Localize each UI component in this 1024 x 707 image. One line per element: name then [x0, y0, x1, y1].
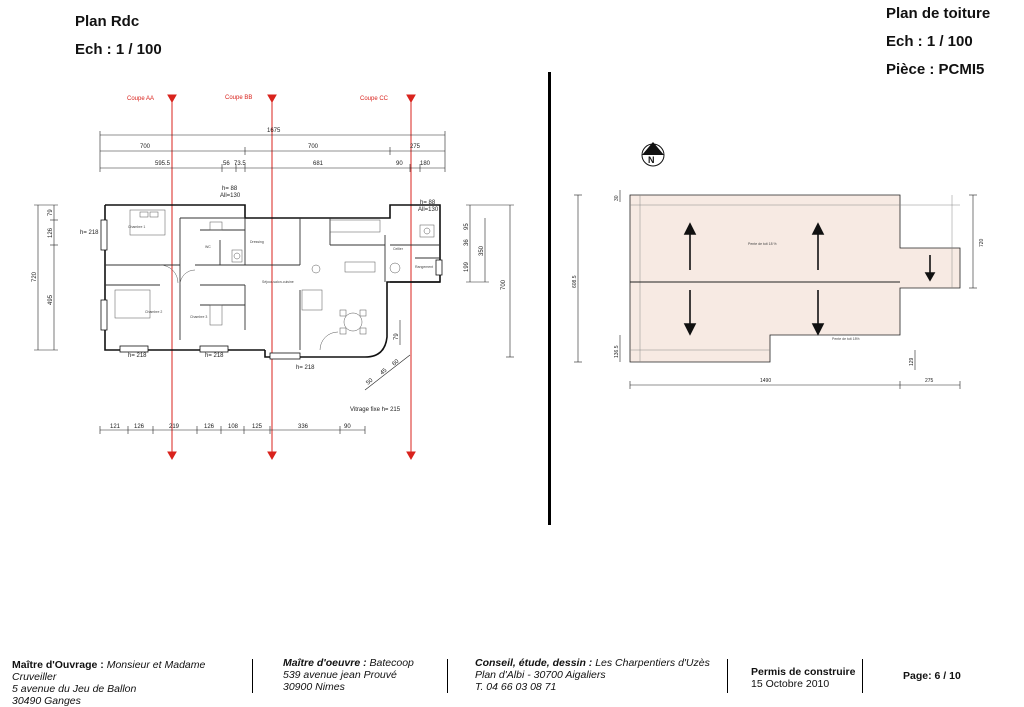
dim-bottom-8: 90 — [344, 424, 351, 430]
allege-all-1: All=130 — [220, 193, 241, 199]
footer-divider-3 — [727, 659, 728, 693]
builder-addr2: 30900 Nimes — [283, 681, 345, 693]
footer-divider-4 — [862, 659, 863, 693]
dim-right-1: 95 — [464, 223, 470, 230]
roof-title: Plan de toiture Ech : 1 / 100 Pièce : PC… — [886, 0, 990, 84]
roof-title-scale: Ech : 1 / 100 — [886, 33, 973, 50]
svg-text:Cellier: Cellier — [393, 247, 404, 251]
svg-text:WC: WC — [205, 245, 211, 249]
height-label-3: h= 218 — [205, 353, 224, 359]
north-label: N — [648, 155, 655, 165]
floor-plan: Coupe AA Coupe BB Coupe CC 1675 700 700 … — [32, 94, 514, 461]
sheet-divider — [548, 72, 551, 525]
dim-row3-5: 90 — [396, 161, 403, 167]
roof-dim-right-bottom: 129 — [909, 357, 915, 366]
dim-bottom-6: 125 — [252, 424, 263, 430]
dim-right-3: 199 — [464, 261, 470, 272]
roof-dim-bottom: 1490 — [760, 378, 771, 384]
dim-row3-6: 180 — [420, 161, 431, 167]
roof-plan: N Pente de toit 18 % Pente de toit 18% — [572, 142, 985, 389]
builder-label: Maître d'oeuvre : — [283, 657, 367, 669]
dim-bottom-1: 121 — [110, 424, 121, 430]
slope-label-2: Pente de toit 18% — [832, 337, 860, 341]
allege-all-2: All=130 — [418, 207, 439, 213]
design-label: Conseil, étude, dessin : — [475, 657, 593, 669]
dim-left-1: 79 — [48, 209, 54, 216]
footer-divider-1 — [252, 659, 253, 693]
builder-addr1: 539 avenue jean Prouvé — [283, 669, 397, 681]
allege-h-1: h= 88 — [222, 186, 238, 192]
roof-dim-right: 720 — [979, 238, 985, 247]
dim-bottom-4: 126 — [204, 424, 215, 430]
owner-block: Maître d'Ouvrage : Monsieur et Madame Cr… — [12, 659, 252, 707]
svg-text:Chambre 1: Chambre 1 — [128, 225, 145, 229]
roof-title-name: Plan de toiture — [886, 5, 991, 22]
dim-top-2: 700 — [308, 144, 319, 150]
dim-top-3: 275 — [410, 144, 421, 150]
dim-top-1: 700 — [140, 144, 151, 150]
dim-right-4: 350 — [479, 245, 485, 256]
cut-label-aa: Coupe AA — [127, 96, 154, 102]
dim-total: 1675 — [267, 128, 281, 134]
cut-label-bb: Coupe BB — [225, 95, 252, 101]
height-label-1: h= 218 — [80, 230, 99, 236]
owner-addr2: 30490 Ganges — [12, 695, 81, 707]
dim-bottom-3: 219 — [169, 424, 180, 430]
permit-block: Permis de construire 15 Octobre 2010 — [751, 666, 861, 690]
svg-text:Dressing: Dressing — [250, 240, 264, 244]
dim-left-3: 495 — [48, 294, 54, 305]
plan-title-name: Plan Rdc — [75, 13, 140, 30]
svg-text:Chambre 3: Chambre 3 — [190, 315, 207, 319]
diag-dim-3: 60 — [391, 358, 400, 367]
dim-row3-4: 681 — [313, 161, 324, 167]
plan-title-scale: Ech : 1 / 100 — [75, 41, 162, 58]
svg-text:Chambre 2: Chambre 2 — [145, 310, 162, 314]
owner-name: Monsieur et Madame Cruveiller — [12, 659, 206, 683]
diag-dim-2: 45 — [379, 367, 388, 376]
diag-dim-4: 79 — [394, 333, 400, 340]
height-label-2: h= 218 — [128, 353, 147, 359]
dim-row3-3: 73.5 — [234, 161, 246, 167]
roof-dim-left-bottom: 136.5 — [614, 345, 620, 358]
footer-divider-2 — [447, 659, 448, 693]
roof-dim-bottom-right: 275 — [925, 378, 934, 384]
design-name: Les Charpentiers d'Uzès — [595, 657, 710, 669]
svg-text:Séjour-salon-cuisine: Séjour-salon-cuisine — [262, 280, 294, 284]
dim-right-5: 700 — [501, 279, 507, 290]
dim-right-2: 36 — [464, 239, 470, 246]
dim-left-4: 720 — [32, 271, 38, 282]
design-addr1: Plan d'Albi - 30700 Aigaliers — [475, 669, 606, 681]
design-block: Conseil, étude, dessin : Les Charpentier… — [475, 657, 730, 693]
diag-dim-1: 50 — [365, 377, 374, 386]
height-label-4: h= 218 — [296, 365, 315, 371]
dim-row3-2: 56 — [223, 161, 230, 167]
page-number: Page: 6 / 10 — [903, 670, 961, 682]
dim-bottom-5: 108 — [228, 424, 239, 430]
design-phone: T. 04 66 03 08 71 — [475, 681, 557, 693]
roof-dim-left-top: 30 — [614, 195, 620, 201]
cut-label-cc: Coupe CC — [360, 96, 389, 102]
vitrage-label: Vitrage fixe h= 215 — [350, 407, 401, 413]
allege-h-2: h= 88 — [420, 200, 436, 206]
builder-name: Batecoop — [369, 657, 414, 669]
owner-addr1: 5 avenue du Jeu de Ballon — [12, 683, 137, 695]
plan-title: Plan Rdc Ech : 1 / 100 — [75, 8, 162, 64]
dim-bottom-7: 336 — [298, 424, 309, 430]
owner-label: Maître d'Ouvrage : — [12, 659, 104, 671]
dim-left-2: 126 — [48, 227, 54, 238]
dim-row3-1: 595.5 — [155, 161, 171, 167]
roof-dim-left: 608.5 — [572, 275, 578, 288]
svg-text:Rangement: Rangement — [415, 265, 433, 269]
north-arrow: N — [641, 142, 665, 167]
permit-date: 15 Octobre 2010 — [751, 678, 830, 690]
roof-title-piece: Pièce : PCMI5 — [886, 61, 985, 78]
builder-block: Maître d'oeuvre : Batecoop 539 avenue je… — [283, 657, 468, 693]
permit-label: Permis de construire — [751, 666, 856, 678]
slope-label-1: Pente de toit 18 % — [748, 242, 777, 246]
dim-bottom-2: 126 — [134, 424, 145, 430]
